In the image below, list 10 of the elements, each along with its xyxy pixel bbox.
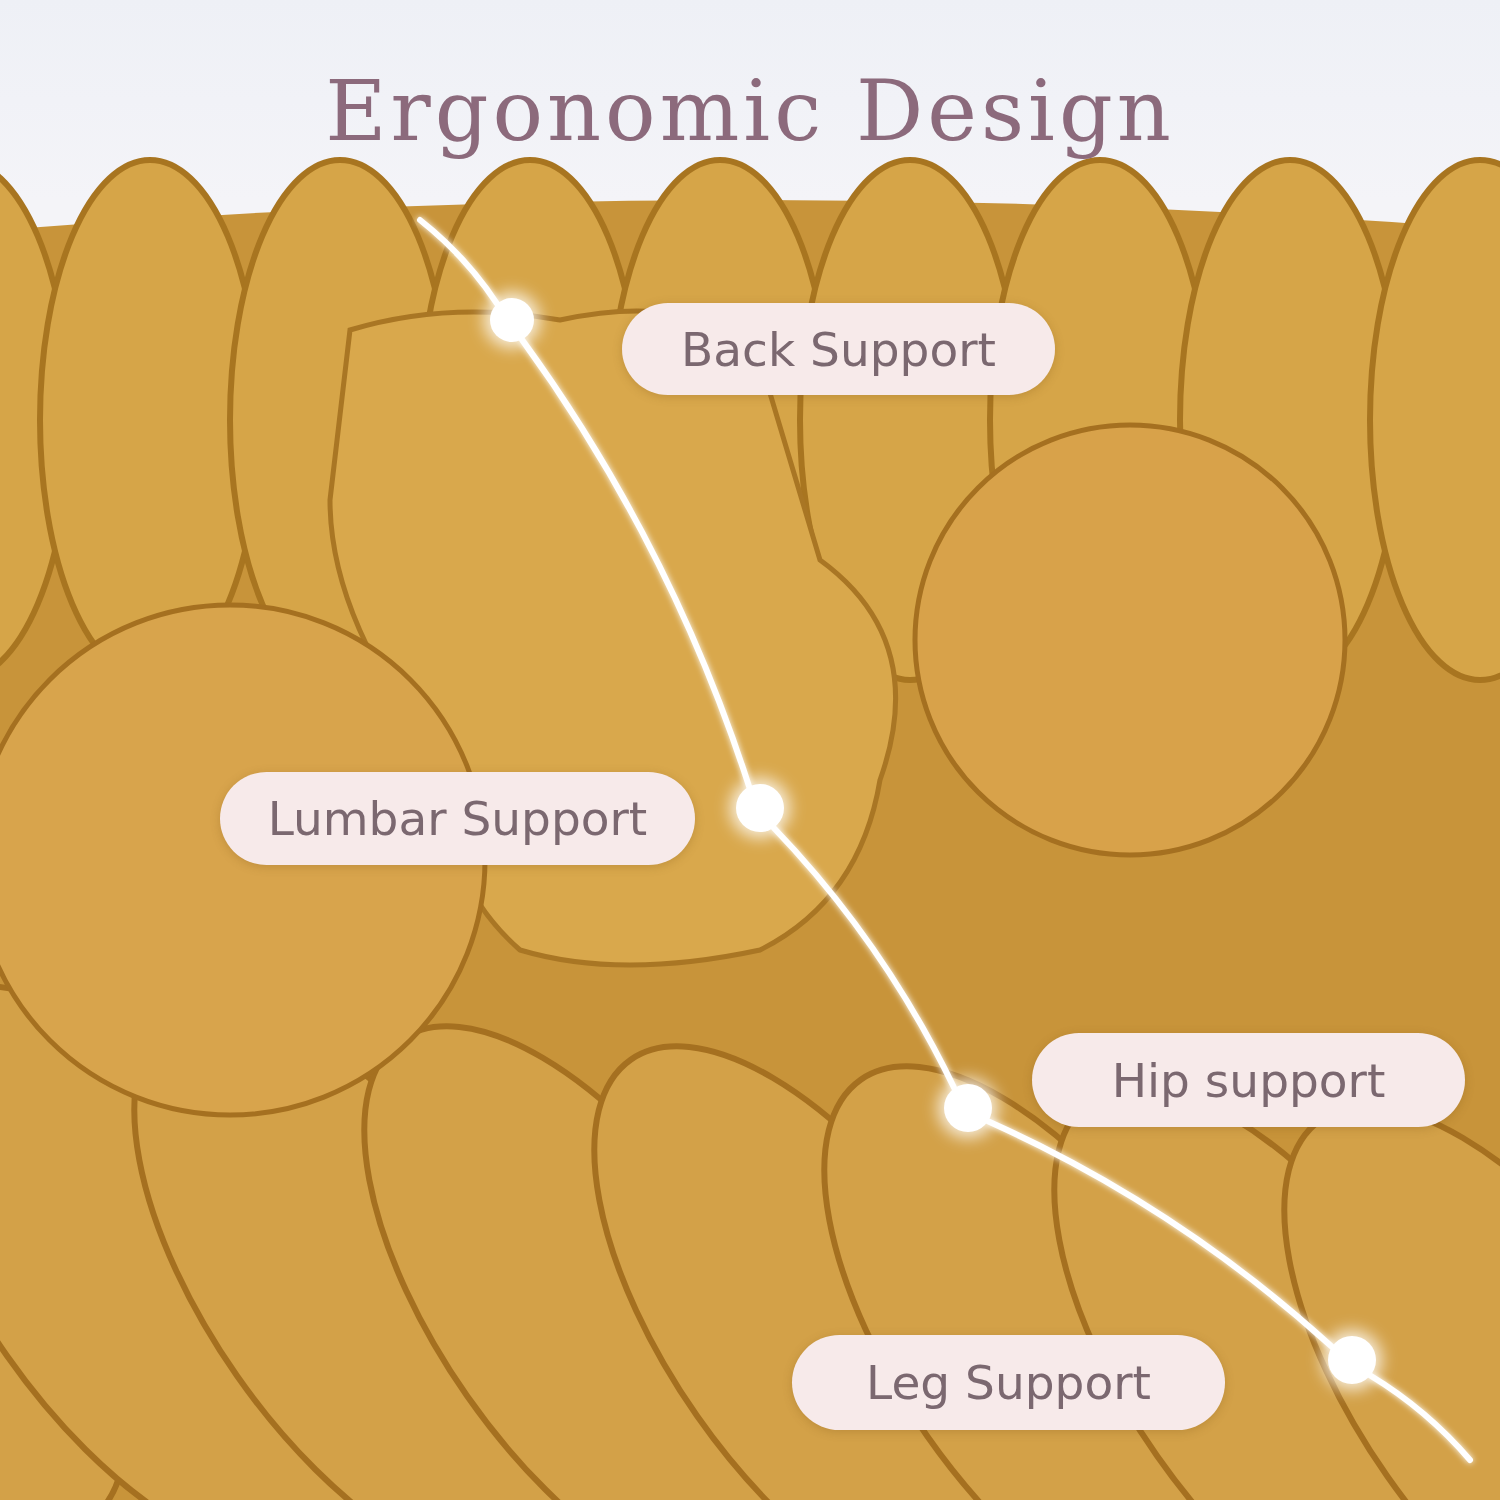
support-label: Lumbar Support	[220, 772, 695, 865]
support-label: Hip support	[1032, 1033, 1465, 1127]
support-label: Back Support	[622, 303, 1055, 395]
title: Ergonomic Design	[325, 62, 1175, 160]
spine-curve	[770, 824, 958, 1092]
spine-curve	[417, 217, 501, 307]
spine-curve	[518, 336, 753, 790]
support-label: Leg Support	[792, 1335, 1225, 1430]
spine-curve	[985, 1118, 1335, 1350]
spine-curve	[1367, 1372, 1473, 1463]
